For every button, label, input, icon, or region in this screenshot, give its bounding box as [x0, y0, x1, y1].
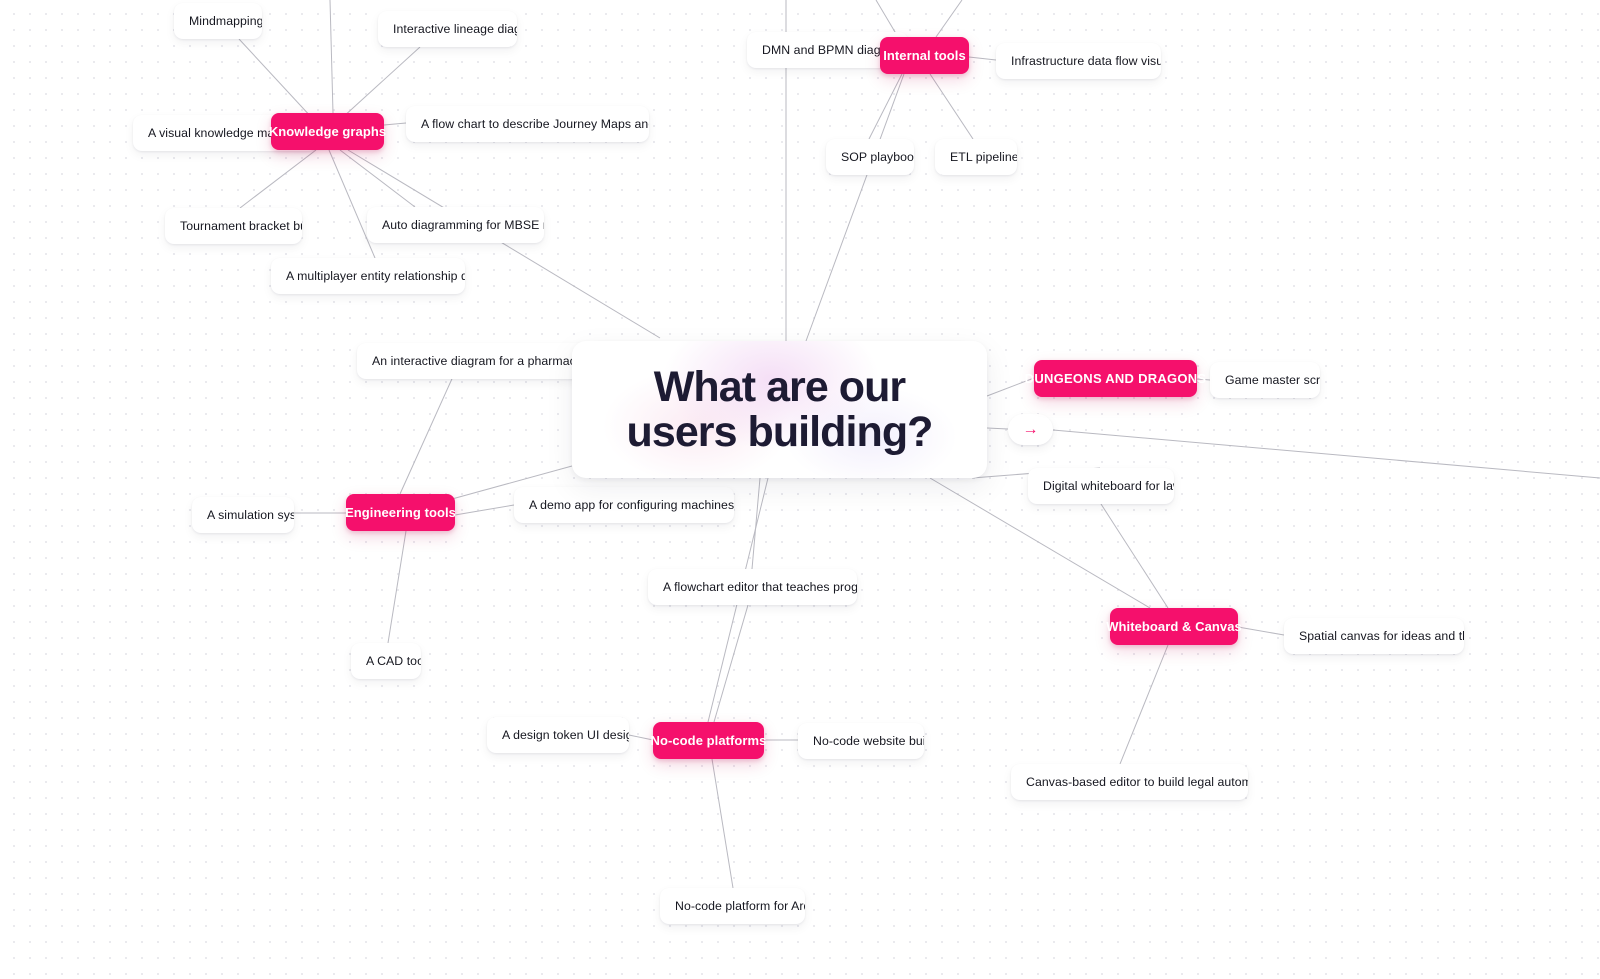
leaf-node-label: Infrastructure data flow visualizer	[1011, 53, 1161, 68]
category-node-knowledge-graphs[interactable]: Knowledge graphs	[268, 113, 387, 150]
leaf-node-etl-pipelines[interactable]: ETL pipelines	[935, 139, 1017, 175]
leaf-node-label: Game master screen	[1225, 372, 1320, 387]
category-node-label: Whiteboard & Canvas	[1106, 619, 1242, 634]
leaf-node-sop-playbooks[interactable]: SOP playbooks	[826, 139, 914, 175]
page-title: What are our users building?	[626, 363, 934, 456]
category-node-engineering-tools[interactable]: Engineering tools	[345, 494, 456, 531]
leaf-node-simulation-system[interactable]: A simulation system	[192, 497, 294, 533]
leaf-node-label: ETL pipelines	[950, 149, 1017, 164]
arrow-right-icon[interactable]: →	[1008, 414, 1053, 445]
leaf-node-label: Canvas-based editor to build legal autom…	[1026, 774, 1248, 789]
leaf-node-infrastructure-data-flow[interactable]: Infrastructure data flow visualizer	[996, 43, 1161, 79]
leaf-node-label: A design token UI design tool	[502, 727, 629, 742]
connector-line	[805, 73, 905, 342]
category-node-label: Engineering tools	[345, 505, 456, 520]
leaf-node-label: No-code website builder	[813, 733, 924, 748]
connector-line	[1119, 644, 1169, 765]
connector-line	[399, 360, 461, 495]
leaf-node-label: SOP playbooks	[841, 149, 914, 164]
connector-line	[929, 73, 974, 140]
leaf-node-label: Tournament bracket builder	[180, 218, 302, 233]
leaf-node-mindmapping[interactable]: Mindmapping	[174, 3, 262, 39]
leaf-node-label: An interactive diagram for a pharmaceuti…	[372, 353, 596, 368]
leaf-node-label: Spatial canvas for ideas and thoughts	[1299, 628, 1464, 643]
leaf-node-no-code-arduino[interactable]: No-code platform for Arduino	[660, 888, 805, 924]
category-node-no-code-platforms[interactable]: No-code platforms	[650, 722, 767, 759]
category-node-label: DUNGEONS AND DRAGONS	[1024, 371, 1207, 386]
category-node-whiteboard-canvas[interactable]: Whiteboard & Canvas	[1106, 608, 1242, 645]
arrow-right-glyph: →	[1022, 420, 1039, 438]
leaf-node-label: A demo app for configuring machines in a…	[529, 497, 734, 512]
leaf-node-label: A simulation system	[207, 507, 294, 522]
category-node-label: Internal tools	[883, 48, 966, 63]
leaf-node-multiplayer-erd[interactable]: A multiplayer entity relationship diagra…	[271, 258, 465, 294]
leaf-node-spatial-canvas[interactable]: Spatial canvas for ideas and thoughts	[1284, 618, 1464, 654]
connector-line	[387, 530, 407, 644]
connector-line	[383, 122, 407, 126]
category-node-dungeons-and-dragons[interactable]: DUNGEONS AND DRAGONS	[1025, 360, 1206, 397]
category-node-label: No-code platforms	[650, 733, 767, 748]
central-node[interactable]: What are our users building?	[572, 341, 987, 478]
connector-line	[329, 0, 334, 114]
leaf-node-label: Digital whiteboard for lawyers	[1043, 478, 1174, 493]
connector-line	[628, 734, 654, 741]
leaf-node-cad-tool[interactable]: A CAD tool	[351, 643, 421, 679]
leaf-node-flowchart-editor-teaches[interactable]: A flowchart editor that teaches programm…	[648, 569, 857, 605]
leaf-node-label: Mindmapping	[189, 13, 262, 28]
leaf-node-flow-chart-journey-maps[interactable]: A flow chart to describe Journey Maps an…	[406, 106, 649, 142]
leaf-node-label: A flowchart editor that teaches programm…	[663, 579, 857, 594]
leaf-node-auto-diagramming-mbse[interactable]: Auto diagramming for MBSE models	[367, 207, 544, 243]
leaf-node-game-master-screen[interactable]: Game master screen	[1210, 362, 1320, 398]
connector-line	[238, 38, 314, 120]
leaf-node-demo-app-machines[interactable]: A demo app for configuring machines in a…	[514, 487, 734, 523]
connector-line	[935, 0, 963, 38]
connector-line	[239, 149, 317, 209]
leaf-node-label: A multiplayer entity relationship diagra…	[286, 268, 465, 283]
leaf-node-design-token-ui-tool[interactable]: A design token UI design tool	[487, 717, 629, 753]
leaf-node-label: A flow chart to describe Journey Maps an…	[421, 116, 649, 131]
leaf-node-label: Interactive lineage diagram	[393, 21, 517, 36]
category-node-label: Knowledge graphs	[268, 124, 387, 139]
connector-line	[751, 477, 761, 570]
connector-line	[711, 758, 734, 889]
category-node-internal-tools[interactable]: Internal tools	[880, 37, 969, 74]
leaf-node-digital-whiteboard-lawyers[interactable]: Digital whiteboard for lawyers	[1028, 468, 1174, 504]
connector-line	[339, 149, 416, 208]
connector-line	[1100, 503, 1169, 609]
connector-line	[454, 504, 515, 516]
connector-line	[328, 149, 376, 259]
leaf-node-tournament-bracket-builder[interactable]: Tournament bracket builder	[165, 208, 302, 244]
leaf-node-pharmaceutical-project[interactable]: An interactive diagram for a pharmaceuti…	[357, 343, 596, 379]
leaf-node-label: Auto diagramming for MBSE models	[382, 217, 544, 232]
leaf-node-interactive-lineage-diagram[interactable]: Interactive lineage diagram	[378, 11, 517, 47]
connector-line	[1237, 626, 1285, 636]
connector-line	[868, 73, 903, 140]
connector-line	[968, 56, 997, 61]
leaf-node-label: No-code platform for Arduino	[675, 898, 805, 913]
leaf-node-label: A CAD tool	[366, 653, 421, 668]
connector-line	[347, 149, 661, 339]
leaf-node-canvas-legal-automation[interactable]: Canvas-based editor to build legal autom…	[1011, 764, 1248, 800]
connector-line	[713, 604, 749, 723]
hero-glow	[572, 341, 987, 478]
leaf-node-label: DMN and BPMN diagram editor	[762, 42, 908, 57]
connector-line	[986, 427, 1009, 430]
leaf-node-no-code-website-builder[interactable]: No-code website builder	[798, 723, 924, 759]
